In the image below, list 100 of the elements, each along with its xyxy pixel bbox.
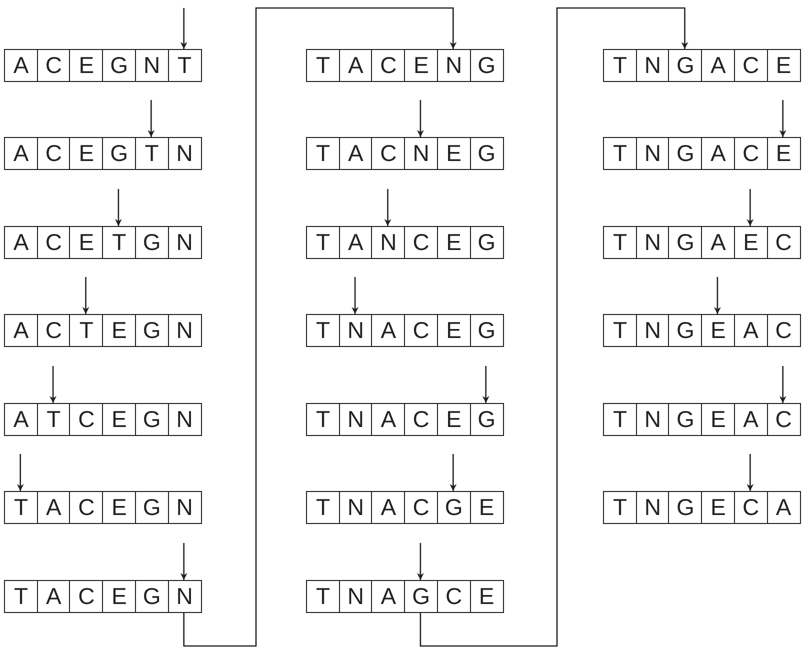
letter-cell: N bbox=[168, 314, 202, 347]
letter-cell: T bbox=[603, 403, 637, 436]
arrow bbox=[416, 543, 424, 580]
letter-cell: C bbox=[404, 314, 438, 347]
letter-cell: T bbox=[4, 491, 38, 524]
letter-cell: T bbox=[603, 49, 637, 82]
arrow bbox=[714, 277, 721, 314]
letter-cell: E bbox=[734, 226, 768, 259]
letter-cell: E bbox=[766, 137, 801, 170]
letter-cell: T bbox=[306, 580, 340, 613]
letter-cell: C bbox=[766, 226, 801, 259]
letter-cell: G bbox=[134, 314, 169, 347]
letter-cell: G bbox=[134, 580, 169, 613]
letter-cell: C bbox=[404, 403, 438, 436]
letter-cell: G bbox=[668, 491, 702, 524]
letter-cell: A bbox=[701, 226, 736, 259]
letter-cell: E bbox=[69, 49, 104, 82]
letter-cell: T bbox=[603, 226, 637, 259]
arrow bbox=[180, 8, 188, 49]
letter-cell: C bbox=[36, 314, 71, 347]
arrow bbox=[779, 366, 786, 403]
letter-cell: T bbox=[306, 491, 340, 524]
letter-cell: A bbox=[36, 580, 71, 613]
letter-cell: N bbox=[338, 491, 373, 524]
letter-cell: T bbox=[306, 226, 340, 259]
letter-cell: G bbox=[404, 580, 438, 613]
letter-cell: N bbox=[636, 491, 670, 524]
arrow bbox=[82, 277, 90, 314]
letter-cell: E bbox=[701, 403, 736, 436]
letter-cell: C bbox=[371, 137, 406, 170]
letter-cell: N bbox=[436, 49, 471, 82]
arrow bbox=[352, 277, 359, 314]
letter-cell: N bbox=[168, 491, 202, 524]
letter-cell: A bbox=[4, 314, 38, 347]
letter-cell: A bbox=[371, 403, 406, 436]
letter-cell: E bbox=[102, 491, 136, 524]
arrow bbox=[180, 543, 188, 580]
letter-cell: C bbox=[404, 226, 438, 259]
letter-cell: G bbox=[134, 491, 169, 524]
letter-cell: G bbox=[470, 314, 504, 347]
letter-cell: E bbox=[470, 580, 504, 613]
letter-cell: G bbox=[470, 49, 504, 82]
arrow bbox=[114, 189, 122, 226]
letter-cell: G bbox=[436, 491, 471, 524]
connector-arrow bbox=[420, 7, 688, 647]
letter-cell: N bbox=[371, 226, 406, 259]
letter-cell: C bbox=[436, 580, 471, 613]
arrow bbox=[779, 100, 786, 137]
letter-cell: N bbox=[636, 403, 670, 436]
letter-cell: G bbox=[668, 314, 702, 347]
letter-cell: N bbox=[168, 403, 202, 436]
letter-cell: T bbox=[603, 314, 637, 347]
letter-cell: E bbox=[436, 226, 471, 259]
letter-cell: A bbox=[371, 314, 406, 347]
letter-cell: N bbox=[636, 137, 670, 170]
letter-cell: C bbox=[766, 314, 801, 347]
letter-cell: E bbox=[69, 137, 104, 170]
letter-cell: G bbox=[470, 403, 504, 436]
letter-cell: N bbox=[168, 226, 202, 259]
arrow bbox=[416, 100, 424, 137]
letter-cell: A bbox=[4, 403, 38, 436]
letter-cell: T bbox=[102, 226, 136, 259]
letter-cell: A bbox=[4, 137, 38, 170]
letter-cell: A bbox=[701, 49, 736, 82]
letter-cell: E bbox=[436, 314, 471, 347]
letter-cell: C bbox=[69, 580, 104, 613]
letter-cell: A bbox=[36, 491, 71, 524]
letter-cell: A bbox=[701, 137, 736, 170]
arrow bbox=[482, 366, 490, 403]
letter-cell: C bbox=[404, 491, 438, 524]
letter-cell: T bbox=[603, 137, 637, 170]
letter-cell: A bbox=[4, 226, 38, 259]
letter-cell: T bbox=[306, 403, 340, 436]
letter-cell: T bbox=[306, 137, 340, 170]
letter-cell: A bbox=[371, 580, 406, 613]
letter-cell: G bbox=[470, 226, 504, 259]
letter-cell: G bbox=[668, 137, 702, 170]
letter-cell: T bbox=[36, 403, 71, 436]
letter-cell: G bbox=[470, 137, 504, 170]
letter-cell: A bbox=[766, 491, 801, 524]
arrow bbox=[148, 100, 155, 137]
letter-cell: N bbox=[338, 403, 373, 436]
letter-cell: E bbox=[436, 403, 471, 436]
letter-cell: N bbox=[404, 137, 438, 170]
letter-cell: E bbox=[701, 314, 736, 347]
letter-cell: E bbox=[701, 491, 736, 524]
letter-cell: E bbox=[102, 403, 136, 436]
letter-cell: A bbox=[338, 49, 373, 82]
letter-cell: N bbox=[338, 580, 373, 613]
arrow bbox=[746, 189, 754, 226]
letter-cell: C bbox=[734, 491, 768, 524]
letter-cell: A bbox=[371, 491, 406, 524]
letter-cell: N bbox=[168, 137, 202, 170]
letter-cell: C bbox=[69, 491, 104, 524]
letter-cell: G bbox=[134, 226, 169, 259]
letter-cell: A bbox=[338, 226, 373, 259]
letter-cell: E bbox=[102, 580, 136, 613]
letter-cell: G bbox=[102, 49, 136, 82]
arrow bbox=[384, 189, 392, 226]
letter-cell: E bbox=[436, 137, 471, 170]
